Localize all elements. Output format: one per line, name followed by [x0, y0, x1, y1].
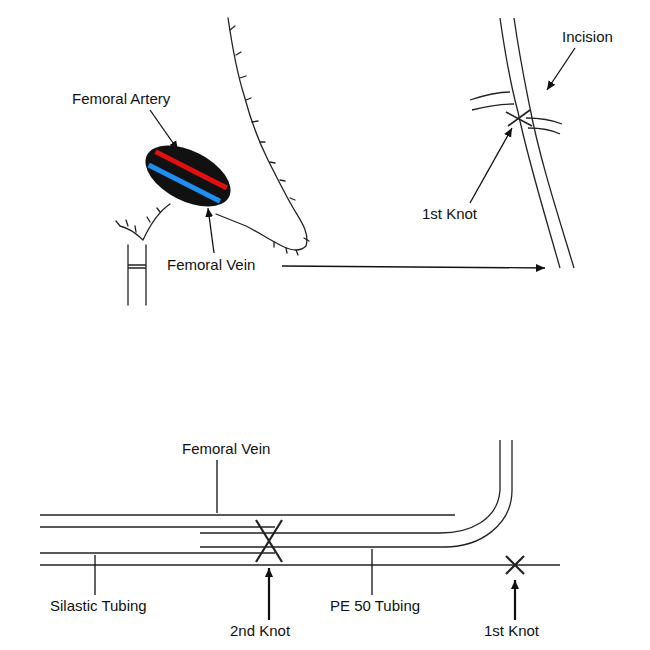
rat-fur [230, 26, 309, 255]
part-label: PE 50 Tubing [328, 597, 422, 615]
part-label: Femoral Vein [180, 440, 272, 458]
part-label: Silastic Tubing [48, 597, 149, 615]
vein-detail [470, 18, 574, 268]
rat-tail [128, 245, 146, 305]
rat-outline [216, 18, 307, 250]
part-label: Femoral Artery [70, 90, 172, 108]
part-label: 1st Knot [482, 622, 541, 640]
part-label: 1st Knot [420, 205, 479, 223]
rat-belly [116, 204, 170, 240]
part-label: 2nd Knot [228, 622, 292, 640]
cannulation-detail [40, 440, 560, 574]
part-label: Femoral Vein [165, 256, 257, 274]
incision-site [136, 133, 241, 219]
leader-lines [95, 48, 575, 620]
part-label: Incision [560, 28, 615, 46]
